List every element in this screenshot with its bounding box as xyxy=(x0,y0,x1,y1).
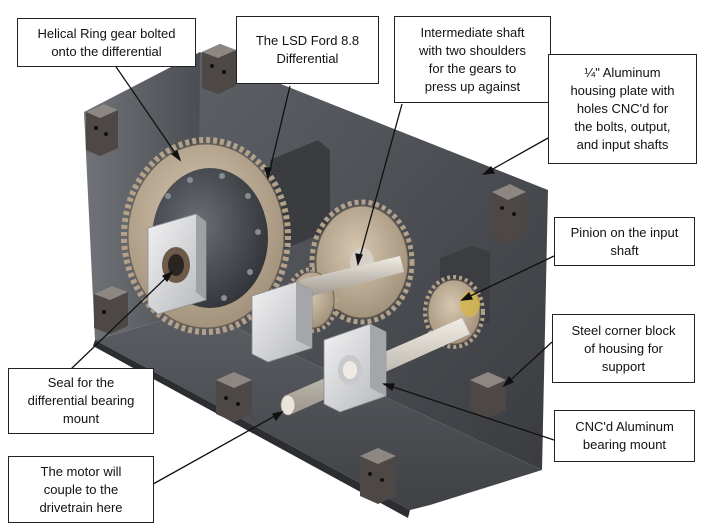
corner-block-floor-right xyxy=(470,372,506,418)
intermediate-gear xyxy=(309,199,415,325)
intermediate-shaft xyxy=(300,256,404,298)
callout-aluminum-plate: ¼" Aluminum housing plate with holes CNC… xyxy=(548,54,697,164)
callout-motor-text: The motor will couple to the drivetrain … xyxy=(39,463,123,515)
leader-pinion xyxy=(461,255,555,301)
leader-motor xyxy=(145,411,283,489)
callout-seal-text: Seal for the differential bearing mount xyxy=(27,375,135,426)
callout-intermediate-shaft-text: Intermediate shaft with two shoulders fo… xyxy=(419,24,526,94)
corner-block-top-back xyxy=(202,44,236,94)
callout-corner-block: Steel corner block of housing for suppor… xyxy=(552,314,695,383)
callout-bearing-mount: CNC'd Aluminum bearing mount xyxy=(554,410,695,462)
differential-bearing-mount xyxy=(147,213,207,315)
callout-pinion: Pinion on the input shaft xyxy=(554,217,695,266)
callout-lsd-differential-text: The LSD Ford 8.8 Differential xyxy=(255,33,360,66)
callout-helical-ring-gear: Helical Ring gear bolted onto the differ… xyxy=(17,18,196,67)
aluminum-bearing-mount xyxy=(323,323,387,413)
callout-intermediate-shaft: Intermediate shaft with two shoulders fo… xyxy=(394,16,551,103)
callout-lsd-differential: The LSD Ford 8.8 Differential xyxy=(236,16,379,84)
leader-corner-block xyxy=(503,341,553,387)
callout-bearing-mount-text: CNC'd Aluminum bearing mount xyxy=(575,419,674,452)
callout-pinion-text: Pinion on the input shaft xyxy=(570,224,679,258)
callout-aluminum-plate-text: ¼" Aluminum housing plate with holes CNC… xyxy=(570,65,675,152)
corner-block-front xyxy=(360,448,396,504)
leader-lines xyxy=(69,57,555,489)
leader-helical-ring-gear xyxy=(109,57,181,161)
input-shaft-end xyxy=(280,394,296,416)
callout-motor: The motor will couple to the drivetrain … xyxy=(8,456,154,523)
corner-block-floor-middle xyxy=(216,372,252,422)
callout-corner-block-text: Steel corner block of housing for suppor… xyxy=(571,322,676,374)
corner-block-top-left xyxy=(86,104,118,156)
leader-aluminum-plate xyxy=(483,137,549,175)
leader-intermediate-shaft xyxy=(357,103,403,265)
floor-housing-plate xyxy=(95,310,542,510)
corner-block-left-bottom xyxy=(94,286,128,334)
back-mount-block xyxy=(270,140,330,250)
corner-block-right-top xyxy=(492,184,526,244)
leader-bearing-mount xyxy=(383,383,555,441)
callout-seal: Seal for the differential bearing mount xyxy=(8,368,154,434)
callout-helical-ring-gear-text: Helical Ring gear bolted onto the differ… xyxy=(37,25,176,59)
leader-seal xyxy=(69,271,173,371)
leader-lsd-differential xyxy=(267,85,291,179)
intermediate-bearing-block xyxy=(251,281,313,363)
